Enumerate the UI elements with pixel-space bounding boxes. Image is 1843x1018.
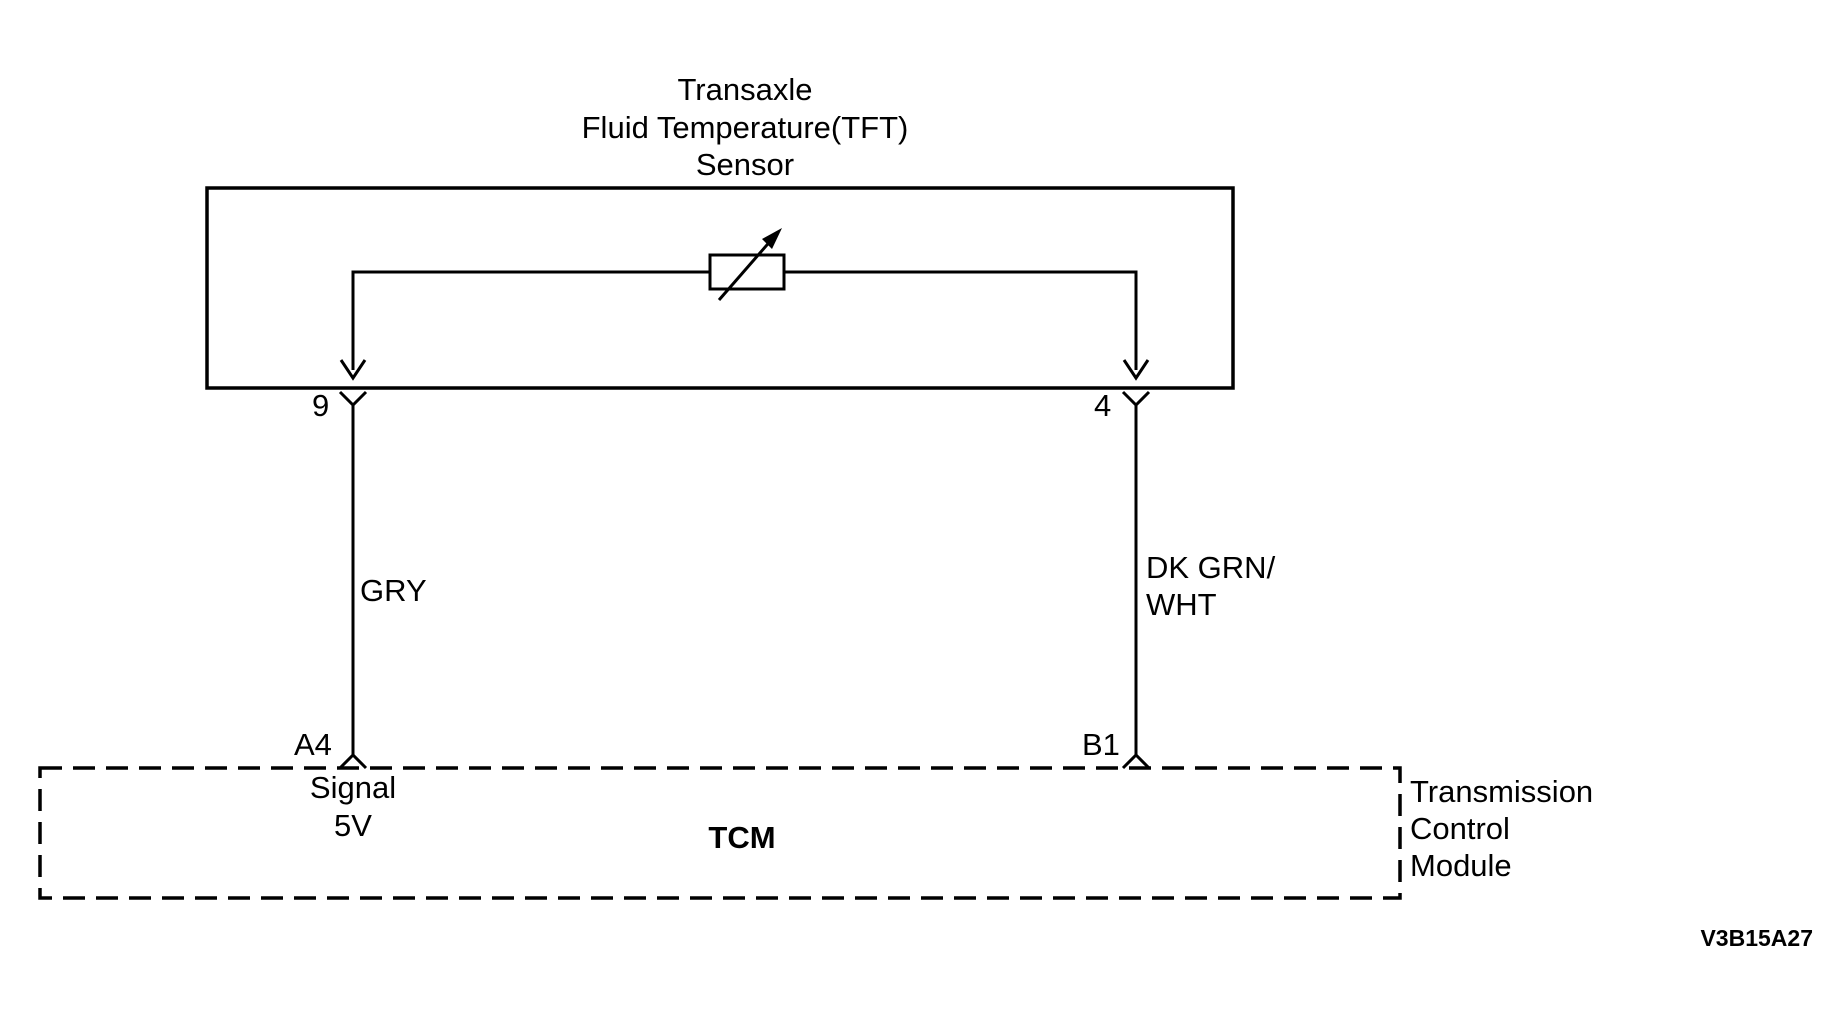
- sensor-pin-left-label: 9: [312, 388, 329, 423]
- figure-code: V3B15A27: [1700, 925, 1813, 951]
- tcm-connector-left-icon: [338, 752, 368, 770]
- sensor-connector-left-icon: [338, 390, 368, 408]
- wire-right-color-label-line2: WHT: [1146, 587, 1217, 622]
- wire-left-color-label: GRY: [360, 573, 427, 608]
- tcm-signal-label-line1: Signal: [310, 770, 396, 805]
- tcm-pin-left-label: A4: [294, 727, 332, 762]
- thermistor-icon: [708, 228, 786, 301]
- sensor-enclosure: [205, 186, 1235, 390]
- tcm-name-line3: Module: [1410, 848, 1512, 883]
- tcm-connector-right-icon: [1121, 752, 1151, 770]
- sensor-pin-right-label: 4: [1094, 388, 1111, 423]
- tcm-signal-label-line2: 5V: [334, 808, 372, 843]
- sensor-internal-circuit: [351, 270, 1138, 370]
- sensor-title-line3: Sensor: [696, 147, 794, 182]
- tcm-name-line2: Control: [1410, 811, 1510, 846]
- tcm-pin-right-label: B1: [1082, 727, 1120, 762]
- tcm-module-boundary: [38, 766, 1402, 900]
- sensor-title-line1: Transaxle: [678, 72, 813, 107]
- sensor-connector-right-icon: [1121, 390, 1151, 408]
- arrow-down-icon: [1122, 359, 1150, 381]
- arrow-down-icon: [339, 359, 367, 381]
- tcm-label: TCM: [708, 820, 775, 855]
- sensor-title-line2: Fluid Temperature(TFT): [582, 110, 909, 145]
- wire-right-color-label-line1: DK GRN/: [1146, 550, 1276, 585]
- tcm-name-line1: Transmission: [1410, 774, 1593, 809]
